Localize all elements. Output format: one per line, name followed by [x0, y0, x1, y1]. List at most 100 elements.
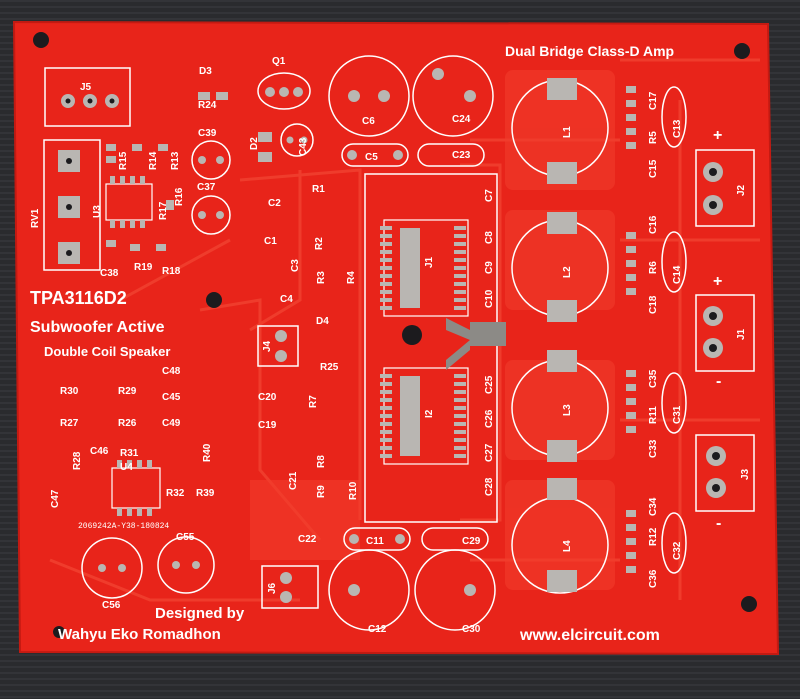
ref-c10: C10 [484, 289, 495, 308]
mounting-holes [33, 32, 757, 638]
ref-c46: C46 [90, 446, 109, 457]
ref-r10: R10 [348, 481, 359, 500]
silkscreen-text: Dual Bridge Class-D Amp TPA3116D2 Subwoo… [30, 43, 674, 644]
ref-j4: J4 [262, 340, 273, 352]
ref-c11: C11 [366, 536, 384, 547]
ref-r25: R25 [320, 362, 339, 373]
ref-l2: L2 [562, 266, 573, 278]
terminal-blocks [695, 149, 755, 512]
ref-c14: C14 [672, 265, 683, 284]
ref-u4: U4 [120, 462, 133, 473]
ic2-footprint [380, 367, 469, 465]
ref-c19: C19 [258, 420, 277, 431]
ref-c30: C30 [462, 624, 481, 635]
ref-r40: R40 [202, 443, 213, 462]
ref-d3: D3 [199, 66, 212, 77]
ref-c7: C7 [484, 189, 495, 202]
u3-pads [110, 176, 145, 228]
u4-pads [117, 460, 152, 516]
plus-mark-j2: + [713, 127, 722, 144]
q1-pads [265, 87, 303, 97]
ref-r14: R14 [148, 151, 159, 170]
j5-outline [44, 67, 131, 127]
c11-outline [343, 527, 411, 551]
ref-r1: R1 [312, 184, 325, 195]
ref-r3: R3 [316, 271, 327, 284]
ref-c37: C37 [197, 182, 216, 193]
ref-r17: R17 [158, 201, 169, 220]
rv1-outline [43, 139, 101, 271]
thermal-vias [446, 318, 506, 370]
ref-r18: R18 [162, 266, 181, 277]
c23-outline [417, 143, 485, 167]
ref-c29: C29 [462, 536, 481, 547]
ref-r4: R4 [346, 271, 357, 284]
ref-l4: L4 [562, 540, 573, 552]
ref-d2: D2 [249, 137, 260, 150]
c24-outline [412, 55, 494, 137]
c6-outline [328, 55, 410, 137]
website-label: www.elcircuit.com [519, 627, 660, 644]
ref-c56: C56 [102, 600, 121, 611]
ref-c43: C43 [298, 137, 309, 156]
ref-r29: R29 [118, 386, 137, 397]
ref-r19: R19 [134, 262, 153, 273]
polarity-marks: + + - - [713, 127, 722, 532]
ref-c12: C12 [368, 624, 387, 635]
minus-mark-j1: - [716, 373, 721, 390]
ref-r26: R26 [118, 418, 137, 429]
ref-ic2: I2 [424, 409, 435, 418]
smd-pads-left [106, 92, 228, 251]
ref-r5: R5 [648, 131, 659, 144]
ref-c36: C36 [648, 569, 659, 588]
ref-r7: R7 [308, 395, 319, 408]
ref-j5: J5 [80, 82, 92, 93]
ref-r16: R16 [174, 187, 185, 206]
ref-c16: C16 [648, 215, 659, 234]
ref-r11: R11 [648, 406, 659, 424]
amp-area-outline [364, 173, 498, 523]
ref-r9: R9 [316, 485, 327, 498]
c56-outline [81, 537, 143, 599]
rv1-pads [58, 150, 80, 264]
ref-c3: C3 [290, 259, 301, 272]
ref-c9: C9 [484, 261, 495, 274]
ref-r6: R6 [648, 261, 659, 274]
c5-outline [341, 143, 409, 167]
ref-c35: C35 [648, 369, 659, 388]
ref-c4: C4 [280, 294, 293, 305]
ref-c24: C24 [452, 114, 471, 125]
right-cap-outlines [661, 86, 687, 574]
designer-label: Wahyu Eko Romadhon [58, 626, 221, 643]
ref-rv1: RV1 [30, 208, 41, 228]
ref-c18: C18 [648, 295, 659, 314]
ref-c1: C1 [264, 236, 277, 247]
ref-c28: C28 [484, 477, 495, 496]
c29-outline [421, 527, 489, 551]
ref-r12: R12 [648, 527, 659, 546]
c39-outline [191, 140, 231, 180]
ref-c2: C2 [268, 198, 281, 209]
ref-l3: L3 [562, 404, 573, 416]
c43-outline [280, 123, 314, 157]
ref-c23: C23 [452, 150, 471, 161]
serial-label: 2069242A-Y38-180824 [78, 522, 169, 531]
u3-outline [105, 183, 153, 221]
c55-outline [157, 536, 215, 594]
ref-ic1: J1 [424, 256, 435, 268]
ref-r8: R8 [316, 455, 327, 468]
ref-c6: C6 [362, 116, 375, 127]
ref-c21: C21 [288, 471, 299, 490]
ref-c5: C5 [365, 152, 378, 163]
ref-u3: U3 [92, 205, 103, 218]
credit-label: Designed by [155, 605, 245, 622]
header-title: Dual Bridge Class-D Amp [505, 43, 674, 59]
ref-j1: J1 [736, 328, 747, 340]
ref-c20: C20 [258, 392, 277, 403]
ref-j2: J2 [736, 184, 747, 196]
ref-c31: C31 [672, 405, 683, 424]
ref-c26: C26 [484, 409, 495, 428]
ref-c47: C47 [50, 489, 61, 508]
ref-r15: R15 [118, 151, 129, 170]
ref-c33: C33 [648, 439, 659, 458]
